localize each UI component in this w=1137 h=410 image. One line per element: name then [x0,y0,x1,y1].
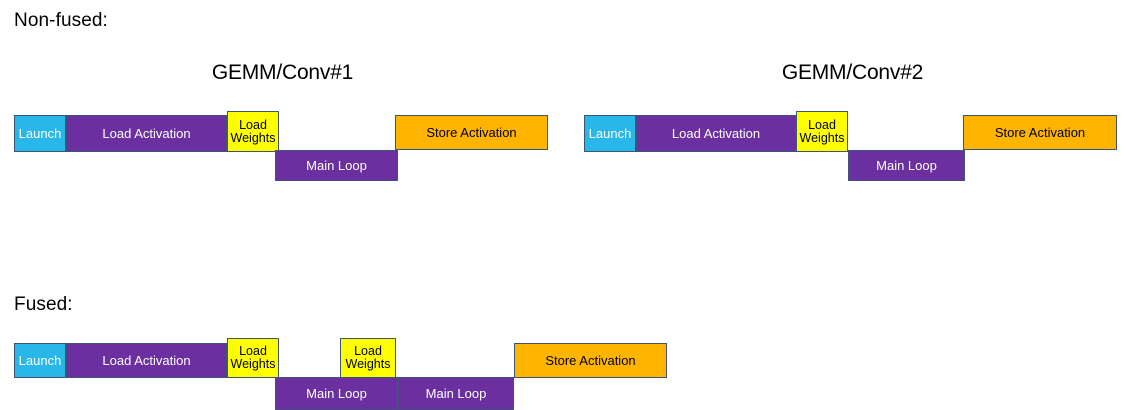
block-label: Launch [588,125,632,141]
block-label: Load Weights [230,344,276,371]
block-fused-load-activation[interactable]: Load Activation [66,343,227,378]
block-label: Launch [18,352,62,368]
block-launch-2[interactable]: Launch [584,115,636,152]
block-fused-load-weights-2[interactable]: Load Weights [340,338,396,378]
block-load-activation-2[interactable]: Load Activation [636,115,796,152]
block-label: Load Weights [345,344,391,371]
block-label: Load Weights [799,117,845,145]
block-label: Store Activation [426,124,517,140]
block-load-weights-2[interactable]: Load Weights [796,111,848,152]
block-label: Store Activation [545,352,636,368]
block-label: Load Activation [671,125,761,141]
block-fused-main-loop-1[interactable]: Main Loop [275,377,398,410]
block-fused-load-weights-1[interactable]: Load Weights [227,338,279,378]
block-label: Main Loop [425,385,487,401]
group-title-gemm-conv-2: GEMM/Conv#2 [781,61,924,84]
block-label: Store Activation [994,124,1086,140]
block-label: Main Loop [306,157,367,173]
block-load-weights-1[interactable]: Load Weights [227,111,279,152]
block-label: Main Loop [306,385,367,401]
block-launch-1[interactable]: Launch [14,115,66,152]
block-load-activation-1[interactable]: Load Activation [66,115,227,152]
group-title-gemm-conv-1: GEMM/Conv#1 [211,61,354,84]
block-label: Launch [18,125,62,141]
block-label: Load Activation [102,125,191,141]
section-label-fused: Fused: [14,294,73,315]
section-label-non-fused: Non-fused: [14,10,108,31]
block-fused-store-activation[interactable]: Store Activation [514,343,667,378]
block-label: Load Activation [102,352,191,368]
block-main-loop-2[interactable]: Main Loop [848,150,965,181]
block-fused-main-loop-2[interactable]: Main Loop [398,377,514,410]
block-fused-launch[interactable]: Launch [14,343,66,378]
block-store-activation-2[interactable]: Store Activation [963,115,1117,150]
block-label: Load Weights [230,117,276,145]
block-store-activation-1[interactable]: Store Activation [395,115,548,150]
block-label: Main Loop [876,157,937,173]
block-main-loop-1[interactable]: Main Loop [275,150,398,181]
